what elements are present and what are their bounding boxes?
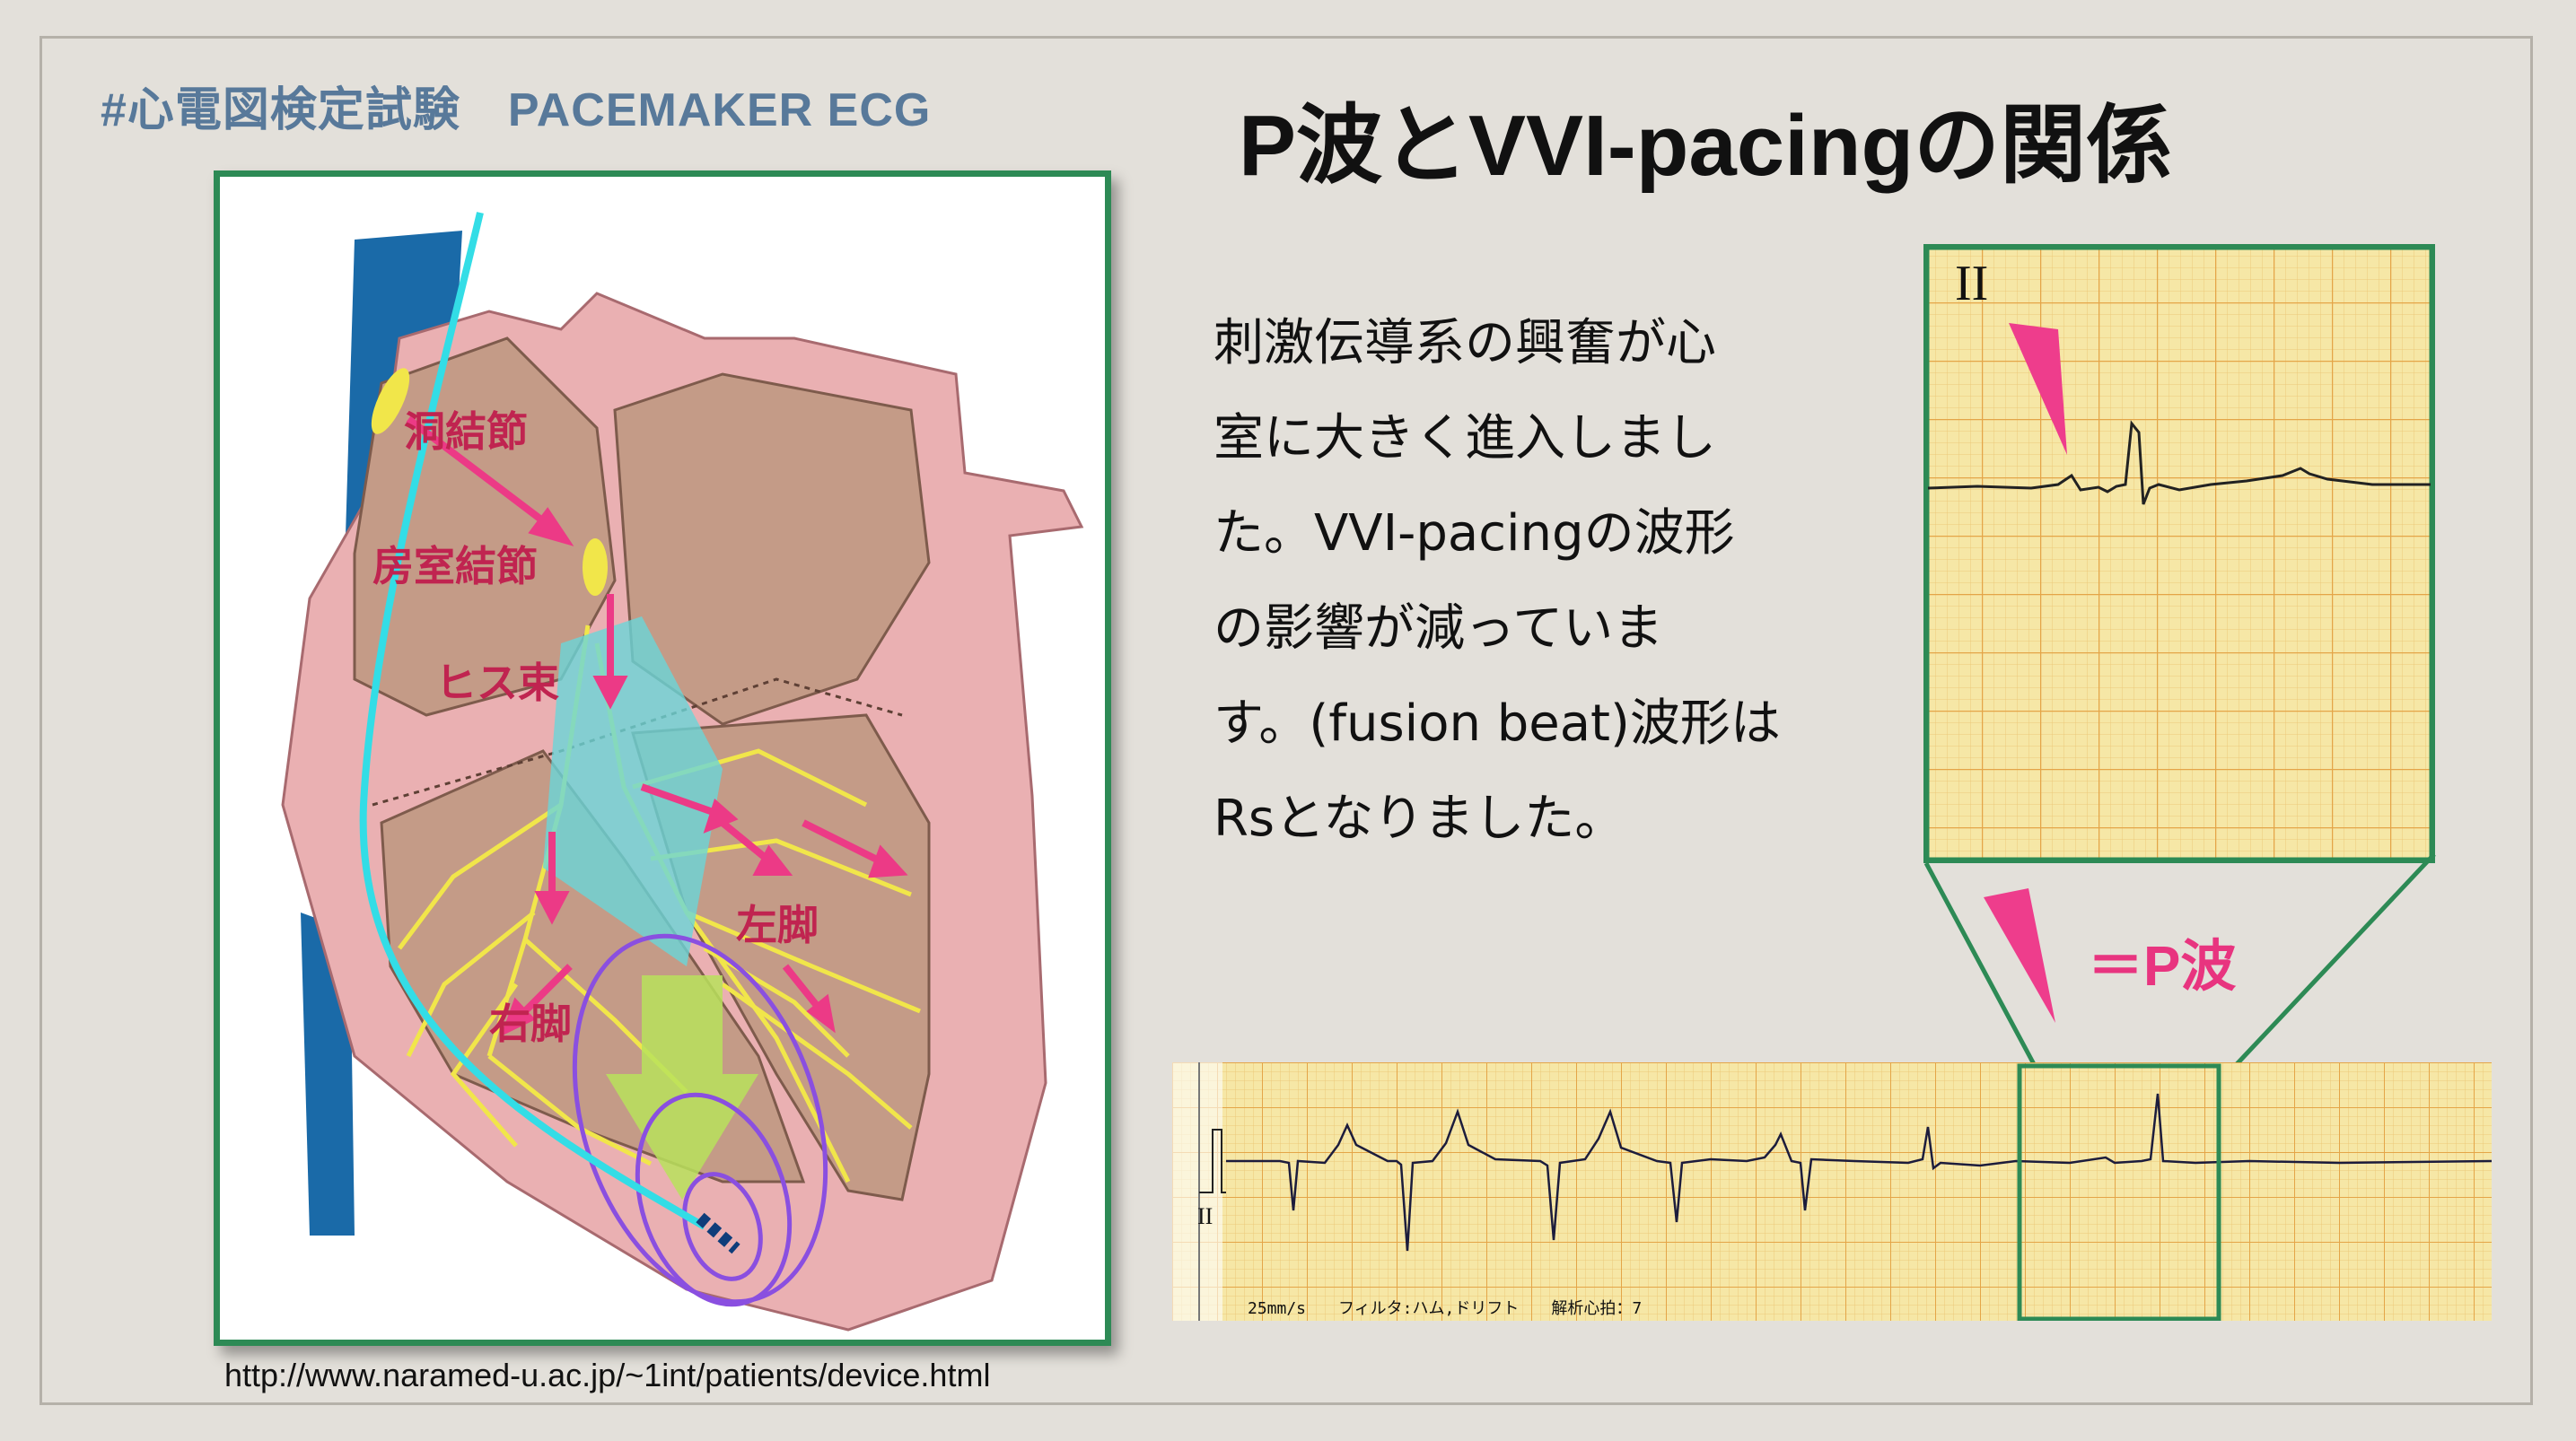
his-bundle-wedge [543,616,723,966]
zoom-region-highlight [2017,1063,2221,1322]
description-line: す。(fusion beat)波形は [1214,694,1781,753]
calibration-pulse [1199,1129,1226,1193]
pacing-lead-tip [696,1212,740,1254]
ecg-zoom-graph: II [1923,243,2436,864]
ecg-strip-trace [1226,1093,2493,1252]
heart-conduction-illustration: 洞結節 房室結節 ヒス束 左脚 右脚 [281,212,1084,1332]
ecg-strip-footer: 25mm/s フィルタ:ハム,ドリフト 解析心拍：7 [1248,1299,1642,1318]
hashtag-title: #心電図検定試験 PACEMAKER ECG [101,84,932,136]
heart-diagram-panel: 洞結節 房室結節 ヒス束 左脚 右脚 [214,170,1111,1346]
ecg-strip-panel: II 25mm/s フィルタ:ハム,ドリフト 解析心拍：7 [1172,1062,2493,1322]
ecg-strip-lead-label: II [1197,1203,1213,1229]
description-line: の影響が減っていま [1214,599,1664,658]
slide-frame [39,36,2533,1405]
p-wave-marker-icon [2009,323,2067,455]
ecg-zoom-lead-label: II [1955,256,1988,311]
description-line: た。VVI-pacingの波形 [1214,504,1735,563]
p-wave-label: ＝P波 [2088,936,2237,998]
ecg-zoom-trace [1927,420,2431,505]
label-left-bundle: 左脚 [736,902,819,948]
description-line: 刺激伝導系の興奮が心 [1214,314,1716,372]
description-line: 室に大きく進入しまし [1214,409,1716,467]
description-line: Rsとなりました。 [1214,790,1625,848]
label-sa-node: 洞結節 [404,408,528,455]
pacing-lead [359,212,707,1230]
sa-node [371,368,410,434]
ecg-zoom-panel: II [1923,243,2436,864]
description-text: 刺激伝導系の興奮が心 室に大きく進入しまし た。VVI-pacingの波形 の影… [1214,296,1896,867]
ecg-strip-graph: II 25mm/s フィルタ:ハム,ドリフト 解析心拍：7 [1172,1062,2493,1322]
source-url: http://www.naramed-u.ac.jp/~1int/patient… [224,1357,991,1393]
av-node [583,538,608,596]
slide-title: P波とVVI-pacingの関係 [1239,98,2173,194]
depolarization-arrow [606,975,758,1200]
label-right-bundle: 右脚 [489,1000,572,1047]
label-av-node: 房室結節 [372,543,538,590]
label-his-bundle: ヒス束 [435,659,559,706]
conduction-arrows [406,415,908,1036]
